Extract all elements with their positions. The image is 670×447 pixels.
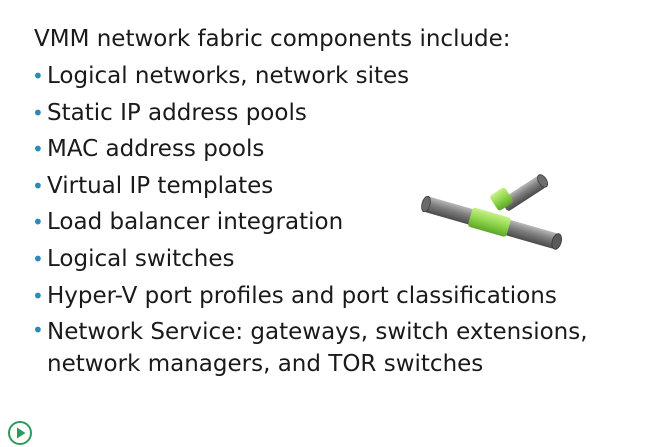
- bullet-dot: •: [32, 64, 44, 88]
- bullet-text: MAC address pools: [47, 136, 265, 163]
- bullet-item: •Load balancer integration: [32, 204, 607, 241]
- bullet-dot: •: [32, 137, 44, 162]
- bullet-item: •Network Service: gateways, switch exten…: [32, 314, 607, 380]
- bullet-item: •Logical networks, network sites: [32, 58, 607, 95]
- bullet-item: •Virtual IP templates: [32, 168, 607, 205]
- bullet-text: Virtual IP templates: [47, 172, 274, 199]
- bullet-item: •MAC address pools: [32, 131, 607, 168]
- bullet-text: Logical networks, network sites: [47, 63, 410, 89]
- bullet-text: Static IP address pools: [47, 99, 307, 126]
- slide-heading: VMM network fabric components include:: [34, 26, 511, 52]
- bullet-list: •Logical networks, network sites •Static…: [32, 58, 607, 380]
- bullet-dot: •: [32, 210, 44, 235]
- pipe-tee-connector-icon: [421, 174, 562, 250]
- bullet-dot: •: [32, 318, 44, 343]
- bullet-text: Network Service: gateways, switch extens…: [47, 319, 588, 378]
- bullet-item: •Logical switches: [32, 241, 607, 278]
- bullet-dot: •: [32, 100, 44, 125]
- play-circle-icon[interactable]: [7, 420, 33, 446]
- bullet-item: •Static IP address pools: [32, 95, 607, 132]
- bullet-dot: •: [32, 283, 44, 308]
- bullet-dot: •: [32, 173, 44, 198]
- bullet-text: Load balancer integration: [47, 209, 344, 236]
- bullet-text: Logical switches: [47, 245, 235, 272]
- bullet-text: Hyper-V port profiles and port classific…: [47, 282, 557, 309]
- bullet-item: •Hyper-V port profiles and port classifi…: [32, 278, 607, 315]
- bullet-dot: •: [32, 246, 44, 271]
